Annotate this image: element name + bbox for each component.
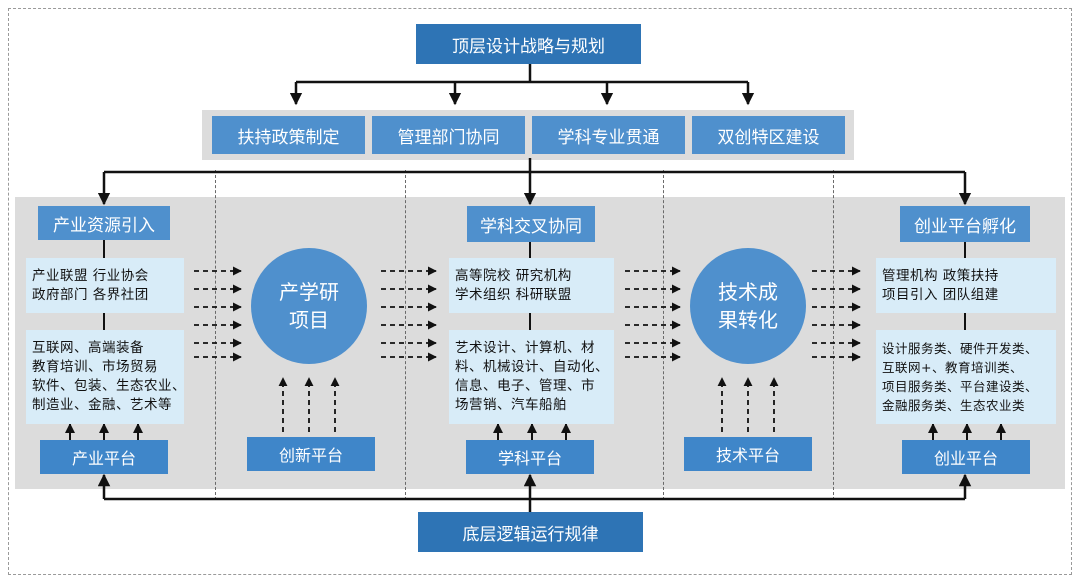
zone-box: 双创特区建设: [692, 116, 845, 154]
col1-box2-line: 教育培训、市场贸易: [32, 359, 158, 375]
col3-box1-line: 学术组织 科研联盟: [455, 286, 572, 303]
col3-box1: 高等院校 研究机构 学术组织 科研联盟: [449, 258, 614, 313]
col2-circle-line: 项目: [289, 308, 329, 332]
col3-box2-line: 料、机械设计、自动化、: [455, 359, 609, 375]
col2-platform: 创新平台: [247, 437, 375, 471]
col1-title: 产业资源引入: [38, 206, 170, 240]
col1-box2-line: 制造业、金融、艺术等: [32, 397, 172, 413]
col4-circle-line: 果转化: [718, 308, 778, 332]
col1-box2-line: 软件、包装、生态农业、: [32, 378, 186, 394]
outer-frame: [8, 8, 1072, 575]
col2-circle-line: 产学研: [279, 280, 339, 304]
col5-platform: 创业平台: [902, 440, 1030, 474]
col5-title: 创业平台孵化: [900, 206, 1030, 242]
col1-box1: 产业联盟 行业协会 政府部门 各界社团: [26, 258, 184, 313]
col3-platform: 学科平台: [466, 440, 594, 474]
divider-3: [663, 170, 664, 500]
col4-circle-line: 技术成: [718, 280, 778, 304]
col1-box1-line: 政府部门 各界社团: [32, 286, 149, 303]
divider-1: [215, 170, 216, 500]
top-strategy-box: 顶层设计战略与规划: [416, 24, 641, 64]
divider-2: [405, 170, 406, 500]
col3-box2-line: 场营销、汽车船舶: [455, 397, 567, 413]
col5-box2-line: 互联网+、教育培训类、: [882, 360, 1023, 375]
col3-box2-line: 艺术设计、计算机、材: [455, 340, 595, 356]
col4-platform: 技术平台: [684, 437, 812, 471]
col5-box2-line: 项目服务类、平台建设类、: [882, 379, 1039, 394]
divider-4: [833, 170, 834, 500]
col2-circle: 产学研 项目: [251, 248, 367, 364]
col5-box1-line: 管理机构 政策扶持: [882, 267, 999, 284]
col1-box2-line: 互联网、高端装备: [32, 340, 144, 356]
col3-title: 学科交叉协同: [467, 206, 595, 242]
col5-box2-line: 设计服务类、硬件开发类、: [882, 341, 1039, 356]
col5-box1-line: 项目引入 团队组建: [882, 286, 999, 303]
col4-circle: 技术成 果转化: [690, 248, 806, 364]
col3-box1-line: 高等院校 研究机构: [455, 267, 572, 284]
col5-box2-line: 金融服务类、生态农业类: [882, 398, 1026, 413]
col5-box1: 管理机构 政策扶持 项目引入 团队组建: [876, 258, 1056, 313]
bottom-logic-box: 底层逻辑运行规律: [418, 512, 643, 552]
discipline-box: 学科专业贯通: [532, 116, 685, 154]
col3-box2: 艺术设计、计算机、材 料、机械设计、自动化、 信息、电子、管理、市 场营销、汽车…: [449, 330, 614, 424]
dept-coord-box: 管理部门协同: [372, 116, 525, 154]
col5-box2: 设计服务类、硬件开发类、 互联网+、教育培训类、 项目服务类、平台建设类、 金融…: [876, 330, 1056, 424]
col1-platform: 产业平台: [40, 440, 168, 474]
col3-box2-line: 信息、电子、管理、市: [455, 378, 595, 394]
col1-box2: 互联网、高端装备 教育培训、市场贸易 软件、包装、生态农业、 制造业、金融、艺术…: [26, 330, 186, 424]
col1-box1-line: 产业联盟 行业协会: [32, 267, 149, 284]
policy-box: 扶持政策制定: [212, 116, 365, 154]
